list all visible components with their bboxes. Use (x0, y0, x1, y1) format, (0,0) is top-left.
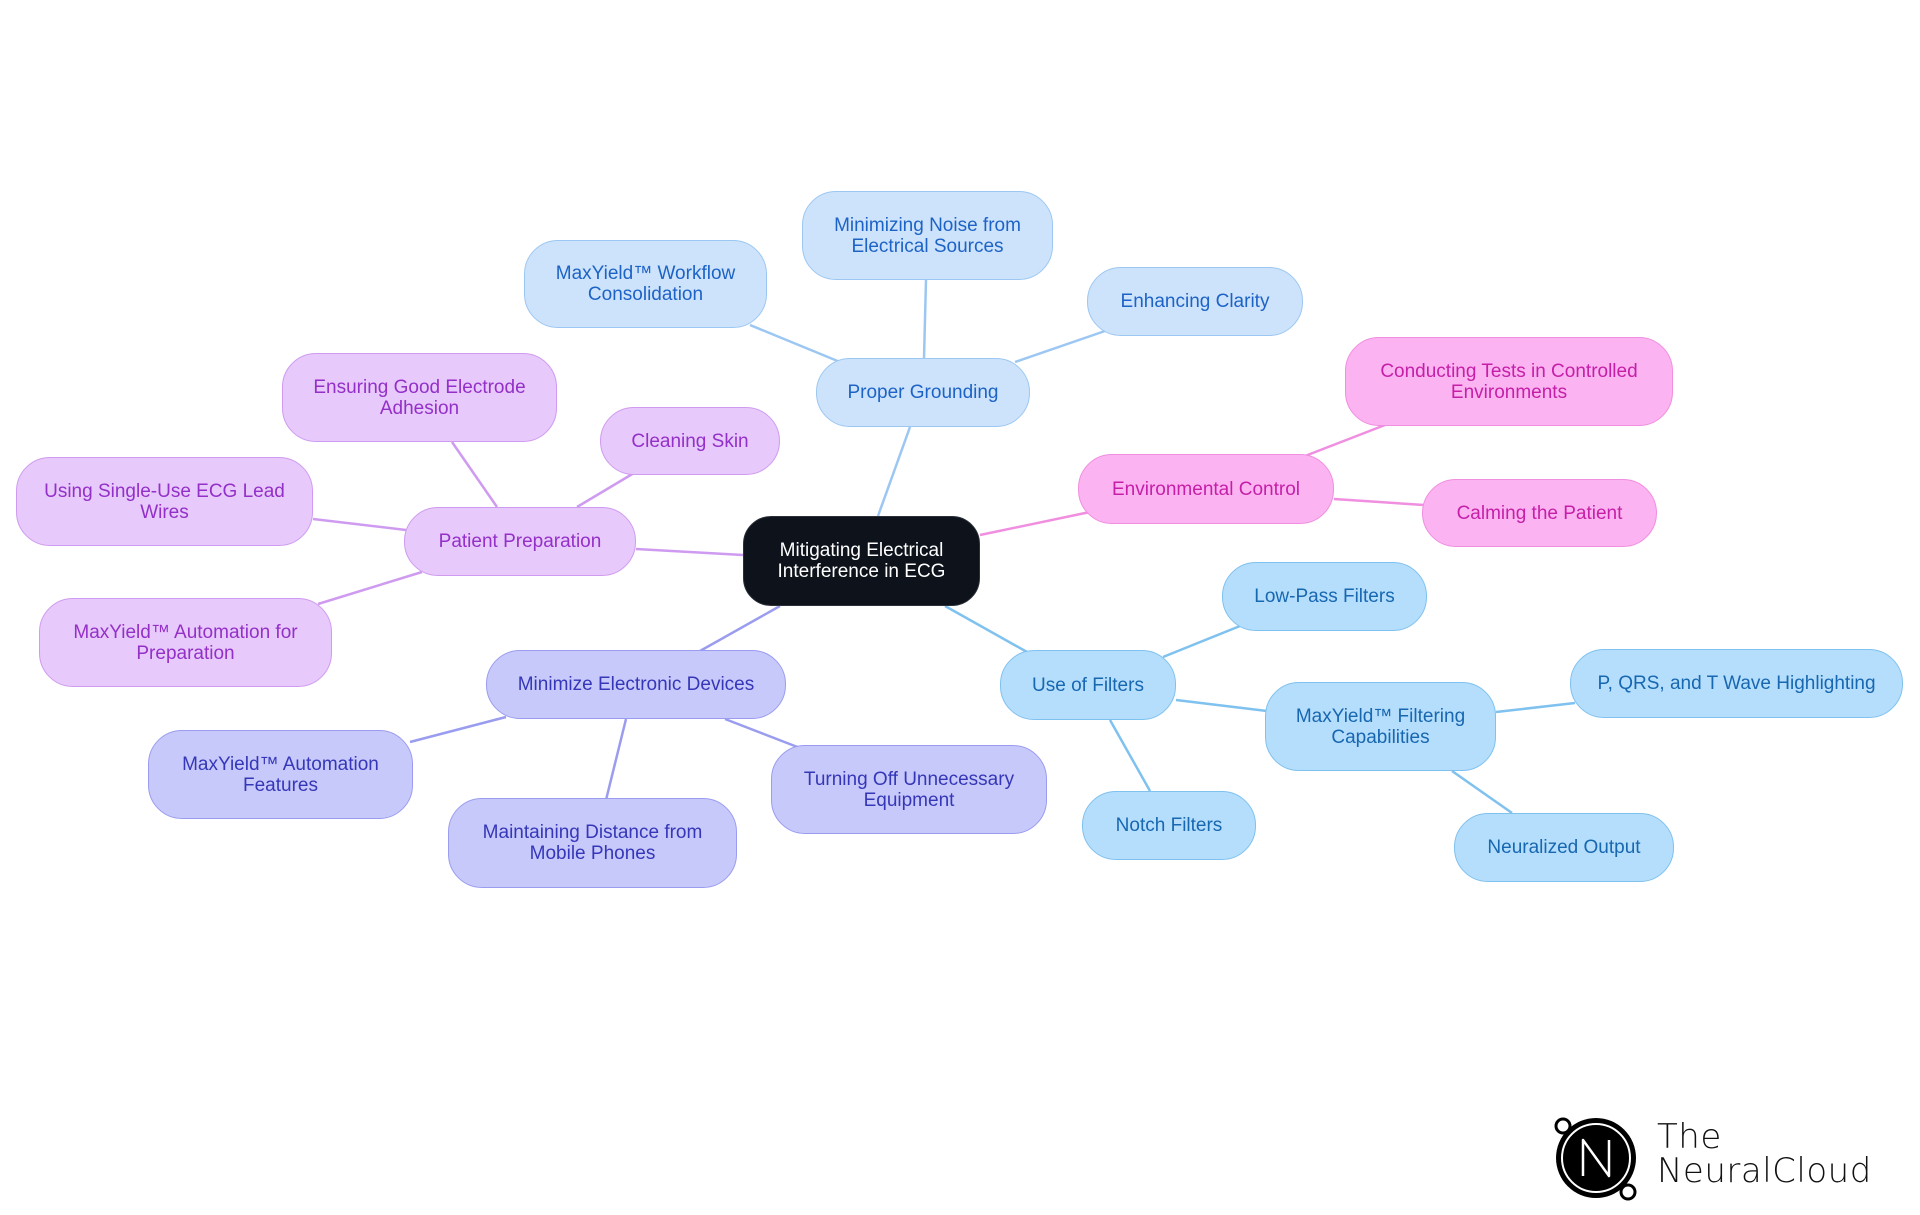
edge-devices-autofeat (409, 715, 507, 744)
edge-filters-notch (1108, 719, 1152, 792)
edge-env-calm (1333, 497, 1425, 507)
edge-mfilter-pqrst (1495, 701, 1576, 714)
logo-line-neuralcloud: NeuralCloud (1657, 1151, 1872, 1191)
node-calming-patient[interactable]: Calming the Patient (1422, 479, 1657, 547)
edge-root-grounding (876, 426, 912, 517)
edge-root-devices (699, 604, 781, 653)
node-maxyield-filtering[interactable]: MaxYield™ Filtering Capabilities (1265, 682, 1496, 771)
node-maxyield-workflow-consolidation[interactable]: MaxYield™ Workflow Consolidation (524, 240, 767, 328)
node-ensuring-electrode-adhesion[interactable]: Ensuring Good Electrode Adhesion (282, 353, 557, 442)
node-low-pass-filters[interactable]: Low-Pass Filters (1222, 562, 1427, 631)
node-maxyield-automation-preparation[interactable]: MaxYield™ Automation for Preparation (39, 598, 332, 687)
edge-filters-mfilter (1175, 698, 1268, 713)
node-environmental-control[interactable]: Environmental Control (1078, 454, 1334, 524)
edge-grounding-clarity (1014, 329, 1106, 364)
edge-mfilter-neural (1451, 769, 1513, 815)
root-node[interactable]: Mitigating Electrical Interference in EC… (743, 516, 980, 606)
edge-root-prep (635, 547, 744, 557)
edge-prep-clean (576, 471, 635, 509)
edge-prep-singleuse (312, 517, 407, 532)
node-patient-preparation[interactable]: Patient Preparation (404, 507, 636, 576)
node-conducting-tests[interactable]: Conducting Tests in Controlled Environme… (1345, 337, 1673, 426)
node-cleaning-skin[interactable]: Cleaning Skin (600, 407, 780, 475)
edge-root-env (979, 510, 1091, 537)
neuralcloud-n-logo-icon (1554, 1117, 1637, 1201)
logo-line-the: The (1657, 1117, 1722, 1157)
edge-root-filters (944, 604, 1028, 654)
node-use-of-filters[interactable]: Use of Filters (1000, 650, 1176, 720)
neuralcloud-logo: The NeuralCloud (1550, 1112, 1880, 1204)
logo-wordmark: The NeuralCloud (1657, 1120, 1872, 1188)
edge-grounding-noise (922, 279, 928, 359)
node-turning-off-equipment[interactable]: Turning Off Unnecessary Equipment (771, 745, 1047, 834)
edge-prep-adhesion (450, 441, 499, 508)
edge-filters-lowpass (1162, 624, 1241, 659)
node-notch-filters[interactable]: Notch Filters (1082, 791, 1256, 860)
node-proper-grounding[interactable]: Proper Grounding (816, 358, 1030, 427)
edge-grounding-workflow (749, 323, 841, 364)
node-neuralized-output[interactable]: Neuralized Output (1454, 813, 1674, 882)
node-maxyield-automation-features[interactable]: MaxYield™ Automation Features (148, 730, 413, 819)
node-pqrst-highlighting[interactable]: P, QRS, and T Wave Highlighting (1570, 649, 1903, 718)
edge-env-tests (1304, 423, 1386, 458)
node-minimize-electronic-devices[interactable]: Minimize Electronic Devices (486, 650, 786, 719)
edge-prep-autoprep (317, 570, 423, 606)
edge-devices-distance (604, 718, 628, 801)
node-single-use-lead-wires[interactable]: Using Single-Use ECG Lead Wires (16, 457, 313, 546)
node-minimizing-noise[interactable]: Minimizing Noise from Electrical Sources (802, 191, 1053, 280)
node-maintaining-distance[interactable]: Maintaining Distance from Mobile Phones (448, 798, 737, 888)
edge-devices-turnoff (724, 717, 801, 750)
node-enhancing-clarity[interactable]: Enhancing Clarity (1087, 267, 1303, 336)
